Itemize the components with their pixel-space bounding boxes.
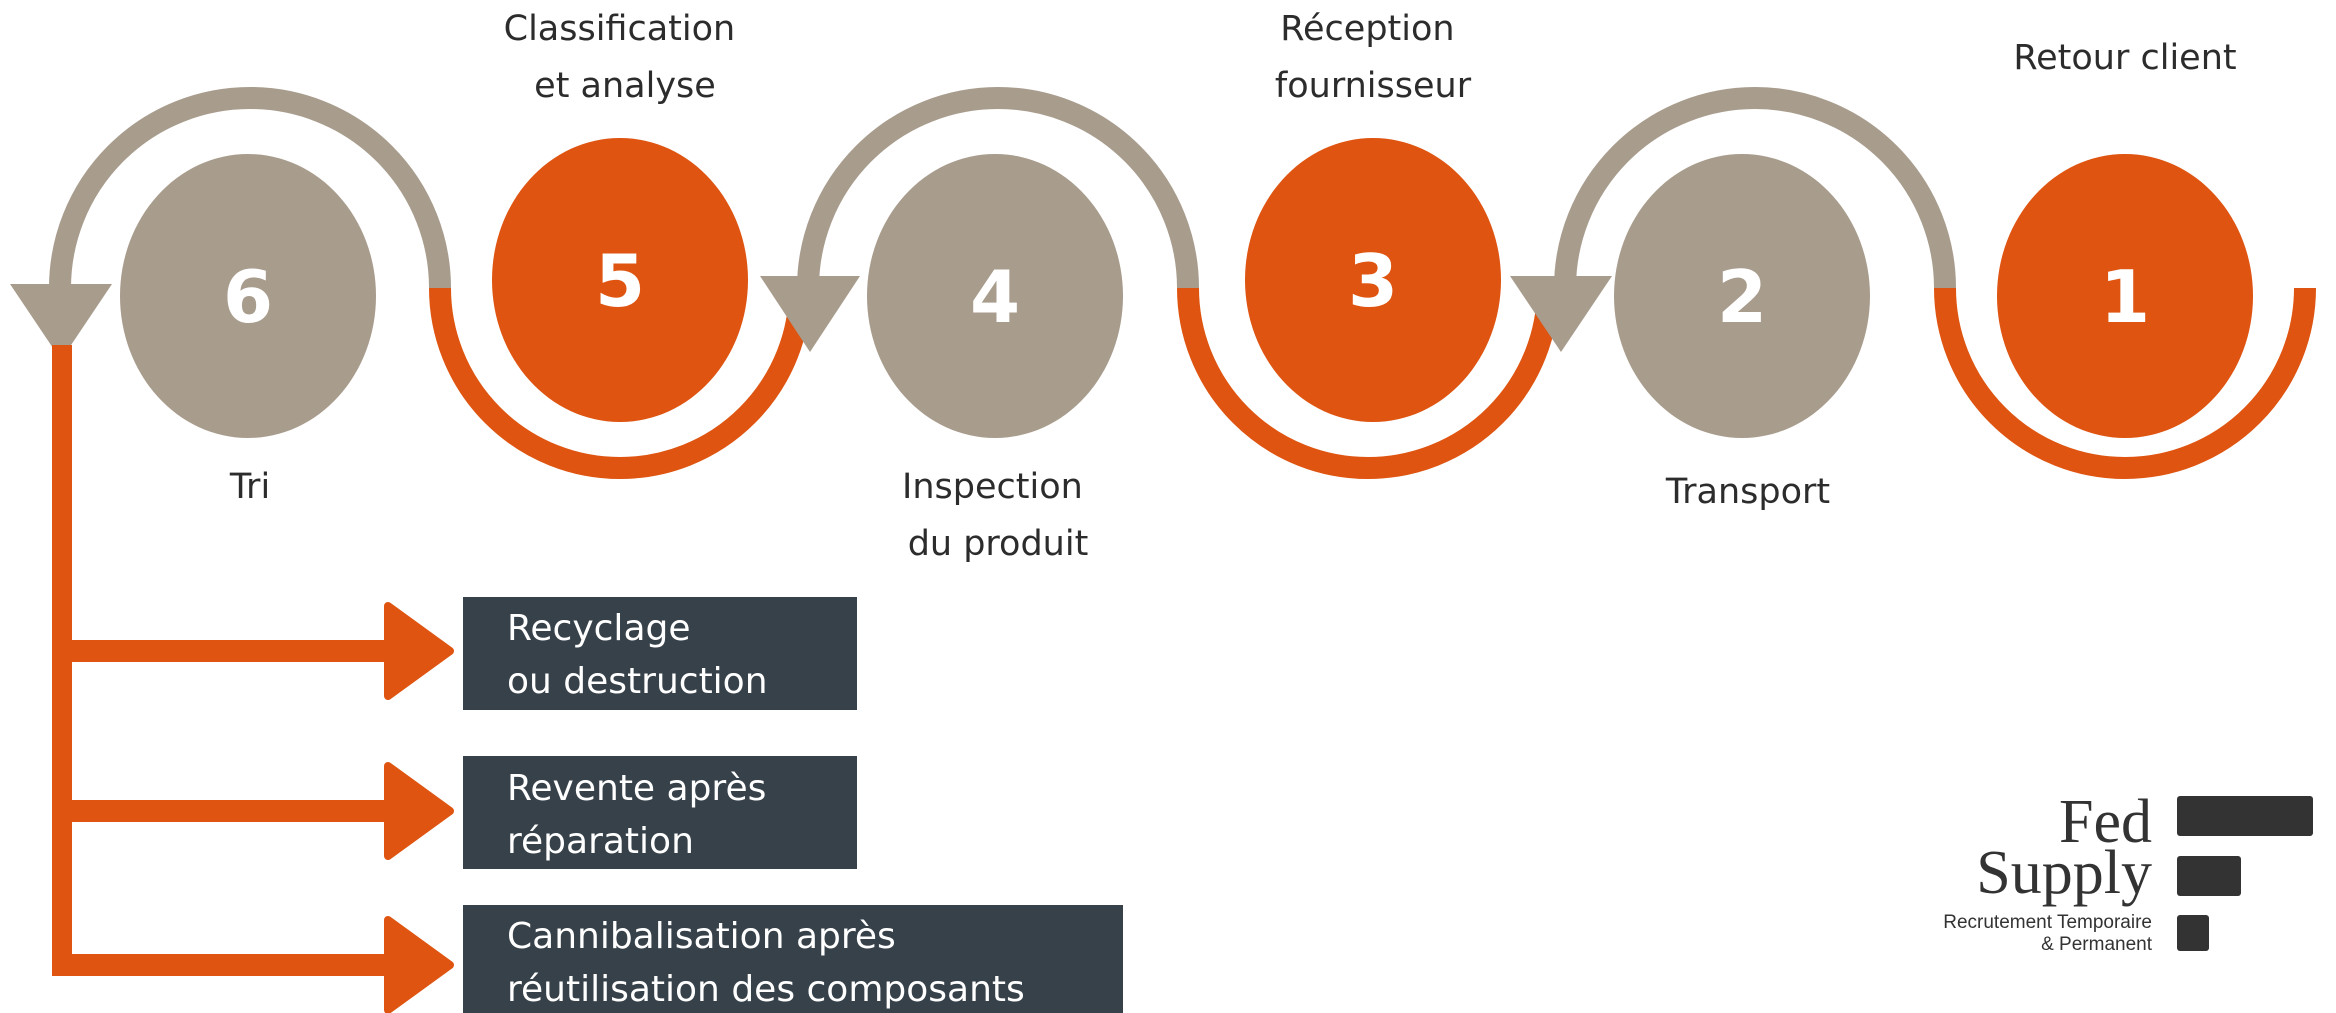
arrowhead-to-6 <box>10 284 112 360</box>
step-1-label-line: Retour client <box>2013 38 2236 78</box>
step-5-circle <box>492 138 748 422</box>
step-2: 2 <box>1614 154 1870 438</box>
step-5-label: Classification et analyse <box>504 9 747 106</box>
step-5-label-line-2: et analyse <box>534 66 716 106</box>
step-1: 1 <box>1997 154 2253 438</box>
outcome-branch-2 <box>52 762 454 860</box>
step-4-label-line-1: Inspection <box>902 467 1083 507</box>
step-4-label-line-2: du produit <box>908 524 1089 564</box>
outcome-2-line-1: Revente après <box>507 768 766 809</box>
fed-supply-logo: Fed Supply Recrutement Temporaire & Perm… <box>1943 788 2313 955</box>
svg-text:Recyclage ou destruction: Recyclage ou destruction <box>507 608 768 702</box>
step-1-circle <box>1997 154 2253 438</box>
step-2-label-line: Transport <box>1665 472 1830 512</box>
step-5: 5 <box>492 138 748 422</box>
svg-text:Revente après réparation: Revente après réparation <box>507 768 778 862</box>
step-2-label: Transport <box>1665 472 1830 512</box>
outcome-1-line-2: ou destruction <box>507 661 768 702</box>
step-1-label: Retour client <box>2013 38 2236 78</box>
step-6-label: Tri <box>229 467 270 507</box>
logo-line-2: Supply <box>1976 839 2152 907</box>
flow-arc-orange-1 <box>1934 287 2316 479</box>
outcome-box-1: Recyclage ou destruction <box>463 597 857 710</box>
step-4-circle <box>867 154 1123 438</box>
arrowhead-to-4 <box>760 276 860 352</box>
logo-tagline-2: & Permanent <box>2041 934 2153 955</box>
outcome-branch-1 <box>52 602 454 700</box>
step-6-number: 6 <box>223 255 273 339</box>
flow-arc-taupe-6 <box>49 87 451 289</box>
flow-arc-orange-5 <box>429 287 811 479</box>
step-3-number: 3 <box>1348 239 1398 323</box>
flow-arc-orange-3 <box>1177 287 1559 479</box>
step-3-label-line-2: fournisseur <box>1275 66 1472 106</box>
step-4-number: 4 <box>970 255 1020 339</box>
flow-arc-taupe-4 <box>797 87 1199 289</box>
step-6: 6 <box>120 154 376 438</box>
outcome-branch-3 <box>52 916 454 1013</box>
arrowhead-to-2 <box>1510 276 1612 352</box>
step-5-number: 5 <box>595 239 645 323</box>
outcome-box-2: Revente après réparation <box>463 756 857 869</box>
outcome-3-line-2: réutilisation des composants <box>507 969 1025 1010</box>
logo-tagline-1: Recrutement Temporaire <box>1943 912 2152 933</box>
step-3: 3 <box>1245 138 1501 422</box>
step-1-number: 1 <box>2100 255 2150 339</box>
step-2-number: 2 <box>1717 255 1767 339</box>
outcome-3-line-1: Cannibalisation après <box>507 916 896 957</box>
step-6-circle <box>120 154 376 438</box>
outcome-1-line-1: Recyclage <box>507 608 691 649</box>
step-3-circle <box>1245 138 1501 422</box>
step-6-label-line: Tri <box>229 467 270 507</box>
step-4-label: Inspection du produit <box>902 467 1094 564</box>
step-3-label: Réception fournisseur <box>1275 9 1472 106</box>
logo-f-mark <box>2177 796 2313 951</box>
step-5-label-line-1: Classification <box>504 9 736 49</box>
outcome-box-3: Cannibalisation après réutilisation des … <box>463 905 1123 1013</box>
step-2-circle <box>1614 154 1870 438</box>
step-4: 4 <box>867 154 1123 438</box>
outcome-2-line-2: réparation <box>507 821 694 862</box>
step-3-label-line-1: Réception <box>1280 9 1454 49</box>
svg-text:Cannibalisation après ré: Cannibalisation après réutilisation des … <box>507 916 1025 1010</box>
logo-line-1: Fed <box>2059 788 2152 856</box>
flow-arc-taupe-2 <box>1554 87 1956 289</box>
